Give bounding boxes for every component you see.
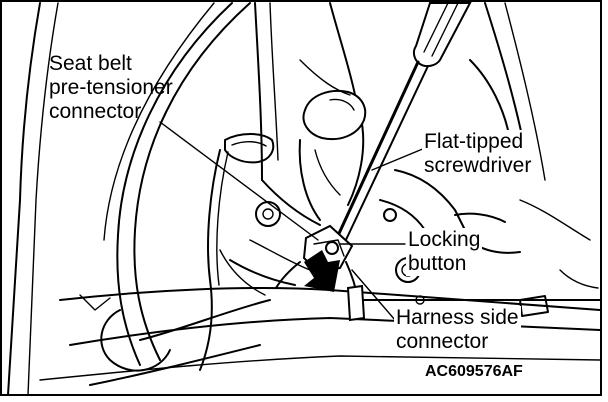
locking-button-callout: Locking button [406, 228, 483, 276]
vehicle-body-lines [7, 2, 601, 396]
connector-callout-line-1: Seat belt [49, 52, 132, 75]
locking-button-callout-line-2: button [408, 252, 467, 275]
pull-direction-arrow [304, 250, 340, 292]
harness-connector-callout-line-1: Harness side [396, 306, 519, 329]
harness-connector-callout: Harness side connector [394, 306, 521, 354]
screwdriver-callout: Flat-tipped screwdriver [422, 130, 534, 178]
figure-code: AC609576AF [425, 363, 523, 380]
leader-lines [159, 121, 426, 321]
screwdriver [334, 2, 472, 245]
harness-connector-callout-line-2: connector [396, 330, 489, 353]
connector-callout: Seat belt pre-tensioner connector [49, 52, 173, 124]
screwdriver-callout-line-1: Flat-tipped [424, 130, 524, 153]
screwdriver-callout-line-2: screwdriver [424, 154, 532, 177]
locking-button-callout-line-1: Locking [408, 228, 481, 251]
connector-callout-line-3: connector [49, 100, 142, 123]
connector-callout-line-2: pre-tensioner [49, 76, 173, 99]
